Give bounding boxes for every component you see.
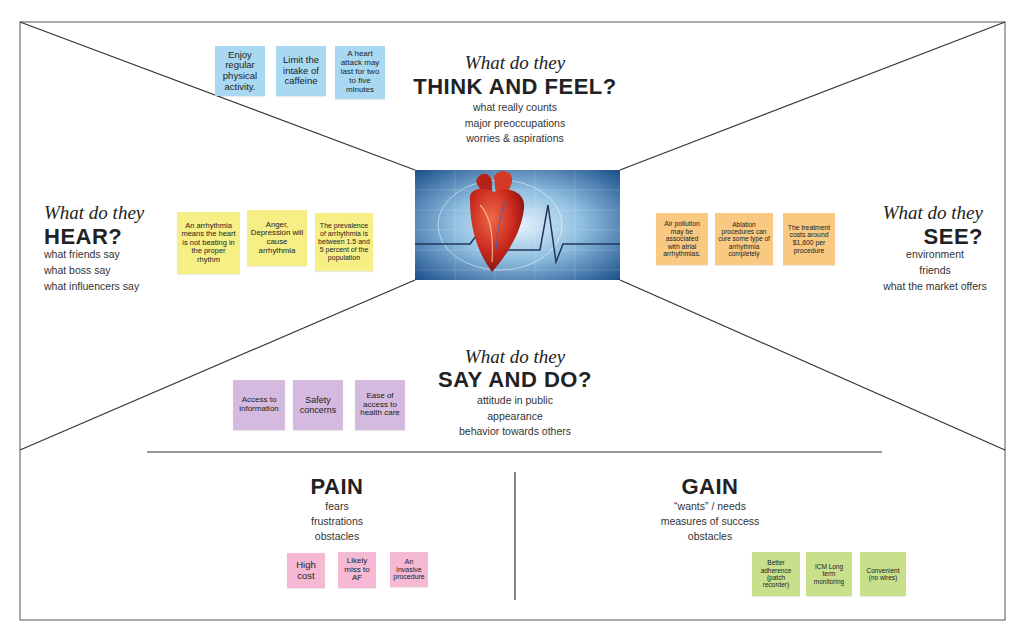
note-text: Convenient (no wires) xyxy=(863,567,903,582)
section-prompt: GAIN xyxy=(630,476,790,498)
section-prompt: obstacles xyxy=(257,530,417,542)
note-text: Anger, Depression will cause arrhythmia xyxy=(250,221,304,256)
section-prompt: what really counts xyxy=(415,101,615,113)
section-heading: HEAR? xyxy=(44,226,204,248)
note-text: Access to information xyxy=(236,396,282,414)
hear-note: The prevalence of arrhythmia is between … xyxy=(315,213,373,271)
see-note: The treatment costs around $1,600 per pr… xyxy=(783,213,835,265)
section-prompt: what influencers say xyxy=(44,280,204,292)
section-script: “wants” / needs xyxy=(630,500,790,512)
section-heading: THINK AND FEEL? xyxy=(365,76,665,98)
section-script: PAIN xyxy=(257,476,417,498)
section-prompt: friends xyxy=(855,264,1015,276)
gain-note: ICM Long term monitoring xyxy=(806,552,852,596)
note-text: Ablation procedures can cure some type o… xyxy=(718,221,770,257)
divider-line xyxy=(620,22,1005,170)
divider-line xyxy=(20,280,415,450)
section-script: What do they xyxy=(415,53,615,72)
note-text: High cost xyxy=(290,560,322,581)
outer-border xyxy=(20,22,1005,620)
note-text: The treatment costs around $1,600 per pr… xyxy=(786,224,832,254)
section-script: What do they xyxy=(415,347,615,366)
section-script: What do they xyxy=(823,203,983,222)
think-feel-note: Limit the intake of caffeine xyxy=(276,46,326,96)
pain-note: Likely miss to AF xyxy=(338,552,376,588)
note-text: Safety concerns xyxy=(296,395,340,415)
divider-line xyxy=(147,451,882,452)
section-prompt: what boss say xyxy=(44,264,204,276)
think-feel-note: Enjoy regular physical activity. xyxy=(215,46,265,96)
note-text: The prevalence of arrhythmia is between … xyxy=(318,222,370,261)
section-prompt: environment xyxy=(855,248,1015,260)
note-text: Limit the intake of caffeine xyxy=(279,55,323,87)
note-text: Enjoy regular physical activity. xyxy=(218,50,262,93)
note-text: An invasive procedure xyxy=(393,558,425,581)
section-prompt: behavior towards others xyxy=(415,425,615,437)
section-prompt: appearance xyxy=(415,410,615,422)
section-prompt: major preoccupations xyxy=(415,117,615,129)
see-note: Ablation procedures can cure some type o… xyxy=(715,213,773,265)
say-do-note: Ease of access to health care xyxy=(355,380,405,430)
section-heading: measures of success xyxy=(630,515,790,527)
pain-note: High cost xyxy=(287,553,325,588)
section-prompt: worries & aspirations xyxy=(415,132,615,144)
see-note: Air pollution may be associated with atr… xyxy=(656,213,708,265)
section-heading: SAY AND DO? xyxy=(385,369,645,391)
note-text: Likely miss to AF xyxy=(341,557,373,584)
gain-note: Convenient (no wires) xyxy=(860,552,906,596)
hear-note: An arrhythmia means the heart is not bea… xyxy=(177,212,240,274)
divider-line xyxy=(20,22,415,170)
note-text: An arrhythmia means the heart is not bea… xyxy=(180,222,237,264)
note-text: Ease of access to health care xyxy=(358,392,402,419)
note-text: Air pollution may be associated with atr… xyxy=(659,220,705,258)
say-do-note: Access to information xyxy=(233,380,285,430)
note-text: A heart attack may last for two to five … xyxy=(338,50,382,95)
note-text: ICM Long term monitoring xyxy=(809,563,849,585)
section-prompt: attitude in public xyxy=(415,394,615,406)
divider-line xyxy=(620,280,1005,450)
think-feel-note: A heart attack may last for two to five … xyxy=(335,46,385,99)
note-text: Better adherence (patch recorder) xyxy=(755,559,797,588)
say-do-note: Safety concerns xyxy=(293,380,343,430)
hear-note: Anger, Depression will cause arrhythmia xyxy=(247,210,307,266)
section-prompt: what the market offers xyxy=(855,280,1015,292)
section-prompt: frustrations xyxy=(257,515,417,527)
divider-line xyxy=(514,472,515,600)
section-heading: SEE? xyxy=(823,226,983,248)
pain-note: An invasive procedure xyxy=(390,552,428,587)
heart-illustration xyxy=(415,170,620,280)
section-prompt: obstacles xyxy=(630,530,790,542)
section-script: What do they xyxy=(44,203,204,222)
gain-note: Better adherence (patch recorder) xyxy=(752,552,800,596)
section-prompt: what friends say xyxy=(44,248,204,260)
section-heading: fears xyxy=(257,500,417,512)
